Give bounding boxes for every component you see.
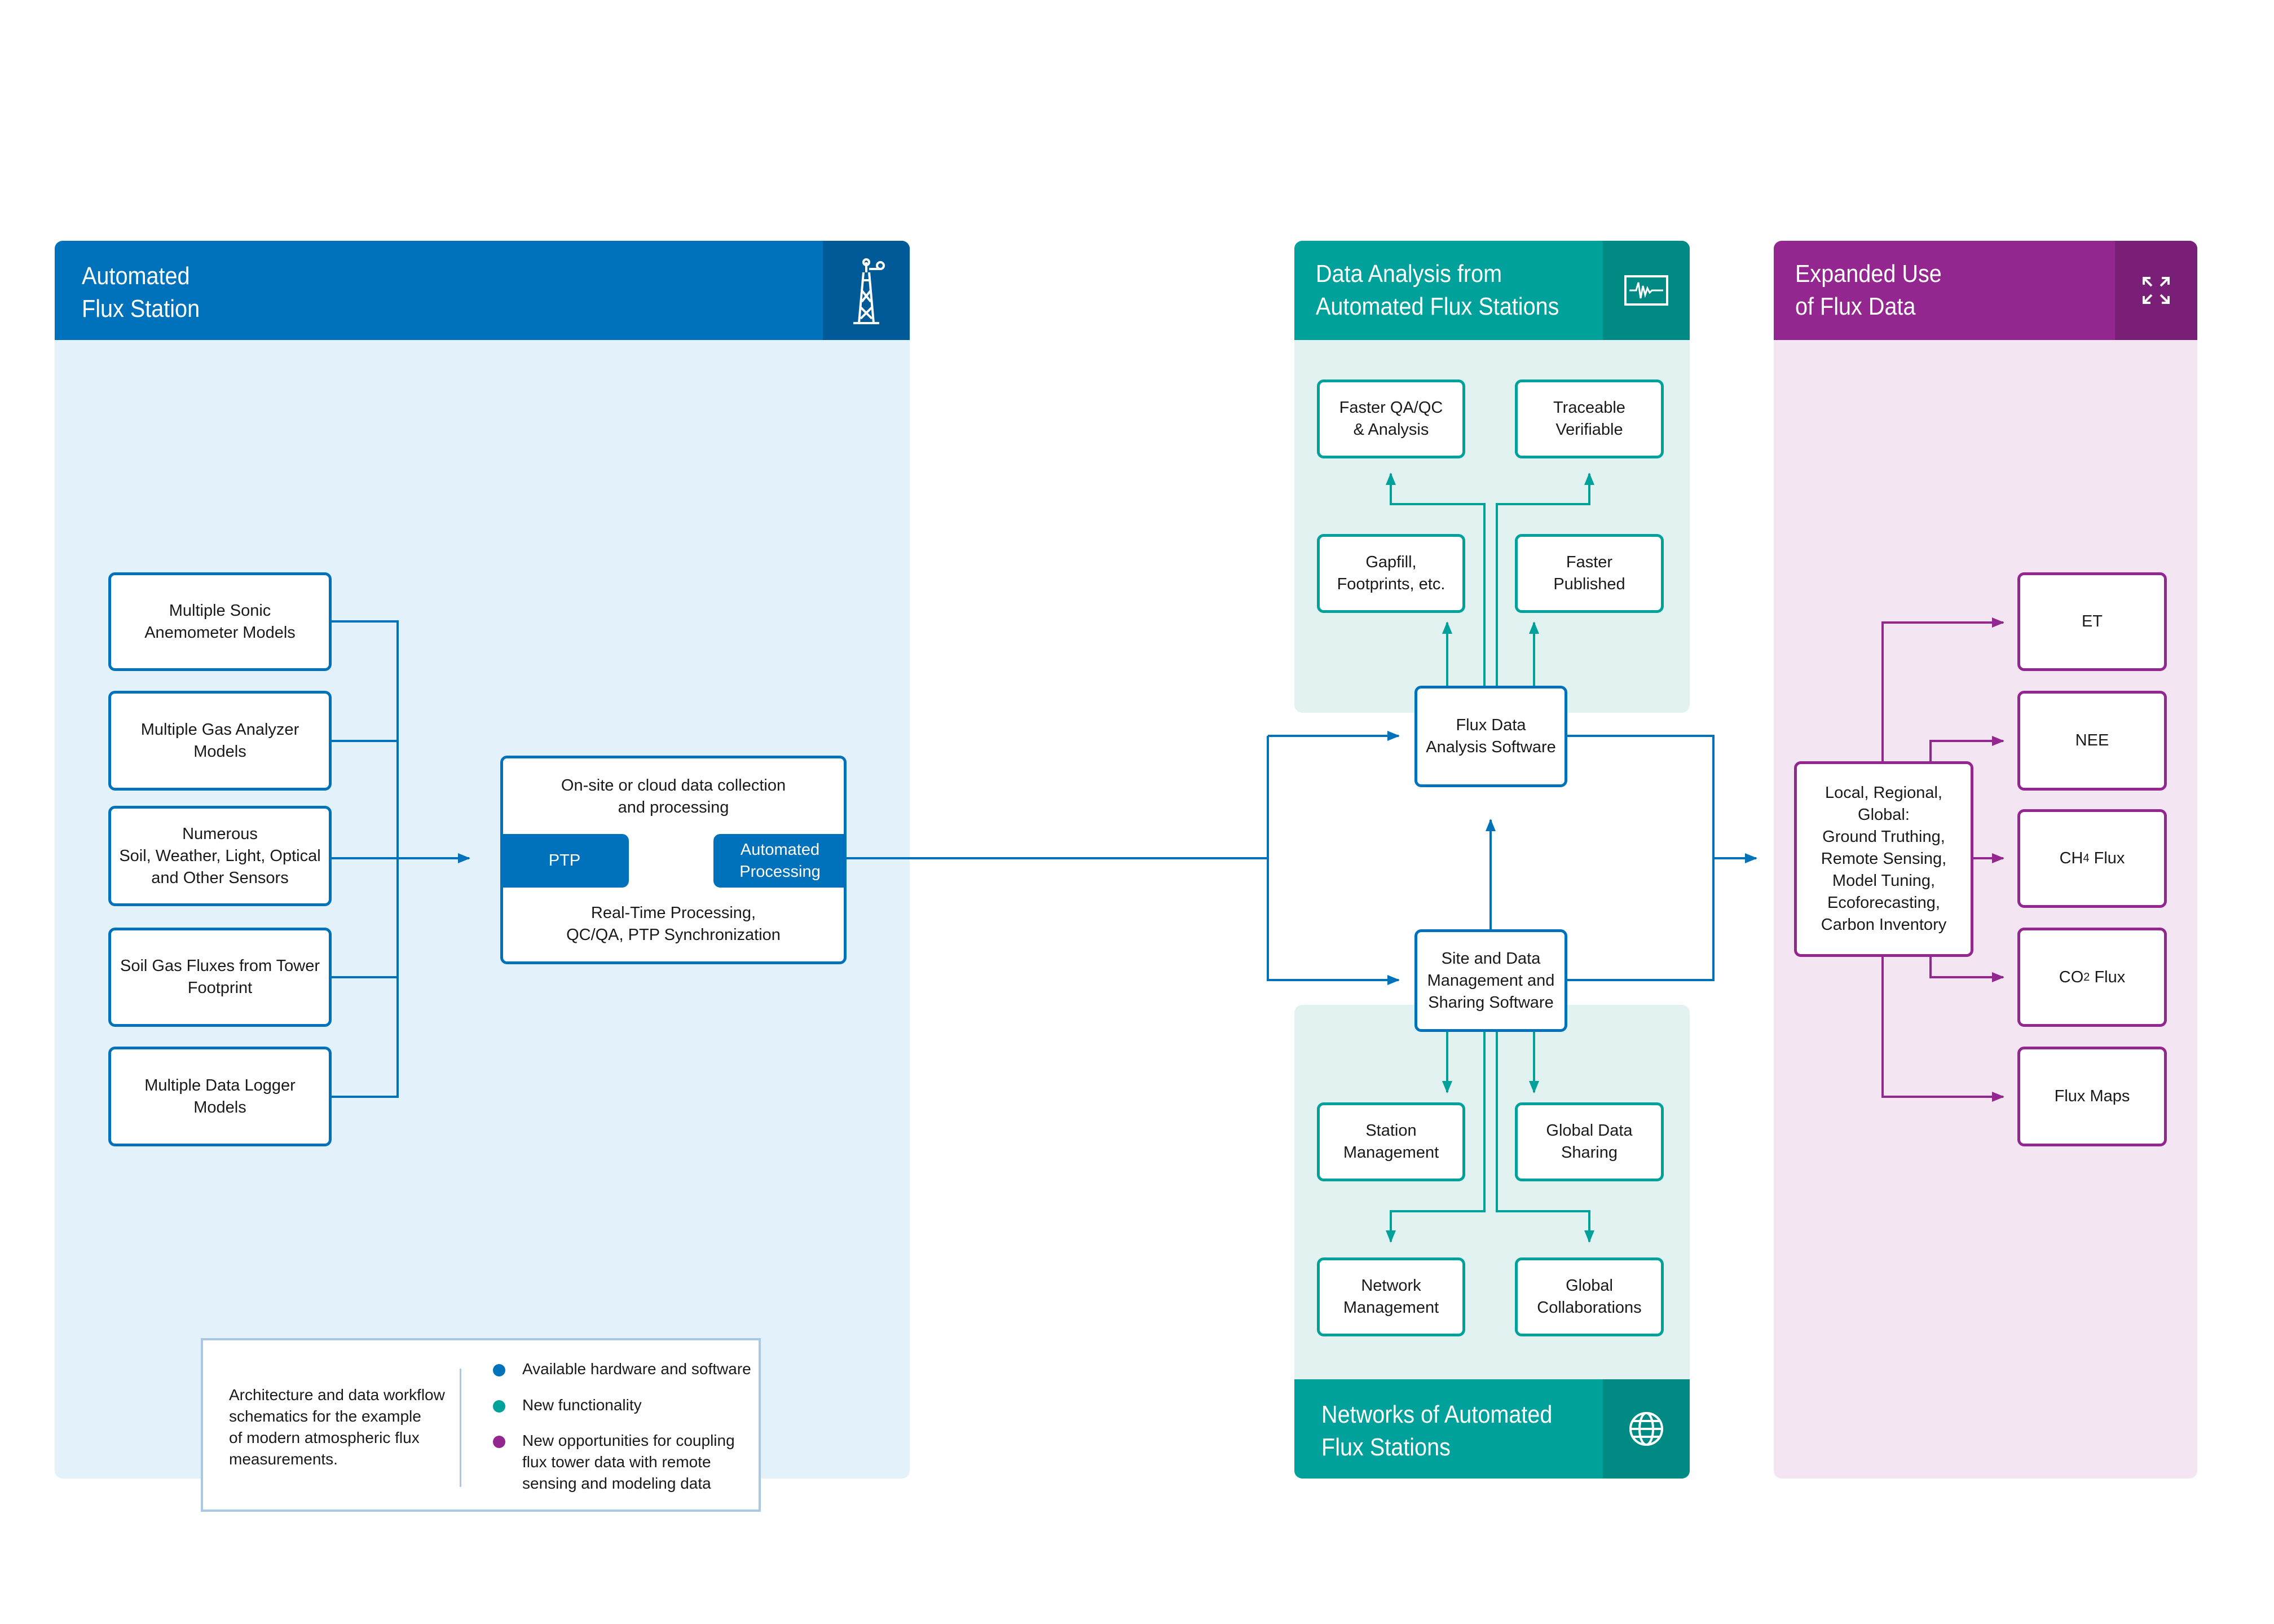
input-data-logger: Multiple Data Logger Models: [108, 1047, 332, 1146]
co2-base: CO: [2059, 968, 2084, 986]
input-sensors: Numerous Soil, Weather, Light, Optical a…: [108, 806, 332, 906]
automated-processing-chip: Automated Processing: [713, 834, 847, 888]
legend-dot-teal: [493, 1400, 505, 1413]
automated-panel-title: Automated Flux Station: [82, 262, 200, 323]
output-et: ET: [2017, 572, 2167, 671]
processing-bottom-text: Real-Time Processing, QC/QA, PTP Synchro…: [566, 904, 781, 944]
legend-dot-purple: [493, 1436, 505, 1448]
scales-box: Local, Regional, Global: Ground Truthing…: [1794, 761, 1973, 957]
ch4-subscript: 4: [2083, 852, 2090, 864]
analysis-panel-header: Data Analysis from Automated Flux Statio…: [1294, 241, 1690, 340]
legend-box: Architecture and data workflow schematic…: [201, 1338, 761, 1512]
automated-panel-header: Automated Flux Station: [55, 241, 910, 340]
legend-description: Architecture and data workflow schematic…: [229, 1386, 445, 1468]
globe-icon: [1603, 1379, 1690, 1479]
global-data-sharing-box: Global Data Sharing: [1515, 1102, 1664, 1181]
global-collaborations-box: Global Collaborations: [1515, 1257, 1664, 1336]
input-soil-gas-fluxes: Soil Gas Fluxes from Tower Footprint: [108, 928, 332, 1027]
flux-analysis-software-box: Flux Data Analysis Software: [1414, 686, 1567, 787]
input-gas-analyzer: Multiple Gas Analyzer Models: [108, 691, 332, 791]
legend-label-opportunities: New opportunities for coupling flux towe…: [522, 1432, 735, 1492]
gapfill-box: Gapfill, Footprints, etc.: [1317, 534, 1465, 613]
co2-subscript: 2: [2083, 970, 2090, 983]
legend-label-hardware: Available hardware and software: [522, 1360, 751, 1378]
traceable-box: Traceable Verifiable: [1515, 379, 1664, 458]
site-management-software-box: Site and Data Management and Sharing Sof…: [1414, 929, 1567, 1032]
co2-rest: Flux: [2090, 968, 2126, 986]
networks-panel-title: Networks of Automated Flux Stations: [1321, 1401, 1553, 1461]
ch4-rest: Flux: [2089, 849, 2125, 867]
legend-dot-blue: [493, 1364, 505, 1376]
networks-panel-header: Networks of Automated Flux Stations: [1294, 1379, 1690, 1479]
station-management-box: Station Management: [1317, 1102, 1465, 1181]
output-nee: NEE: [2017, 691, 2167, 791]
analysis-panel-title: Data Analysis from Automated Flux Statio…: [1316, 260, 1559, 320]
processing-box: On-site or cloud data collection and pro…: [500, 756, 847, 964]
input-sonic-anemometer: Multiple Sonic Anemometer Models: [108, 572, 332, 671]
flux-tower-icon: [823, 241, 910, 340]
waveform-monitor-icon: [1603, 241, 1690, 340]
network-management-box: Network Management: [1317, 1257, 1465, 1336]
networks-panel: Networks of Automated Flux Stations: [1294, 1005, 1690, 1479]
published-box: Faster Published: [1515, 534, 1664, 613]
ptp-chip: PTP: [500, 834, 629, 888]
legend-divider: [460, 1369, 461, 1487]
ch4-base: CH: [2059, 849, 2083, 867]
faster-qa-box: Faster QA/QC & Analysis: [1317, 379, 1465, 458]
expanded-panel-header: Expanded Use of Flux Data: [1774, 241, 2197, 340]
data-analysis-panel: Data Analysis from Automated Flux Statio…: [1294, 241, 1690, 713]
expanded-panel-title: Expanded Use of Flux Data: [1795, 260, 1942, 320]
expand-arrows-icon: [2115, 241, 2197, 340]
processing-top-text: On-site or cloud data collection and pro…: [561, 776, 786, 817]
legend-label-new-functionality: New functionality: [522, 1396, 642, 1414]
output-flux-maps: Flux Maps: [2017, 1047, 2167, 1146]
